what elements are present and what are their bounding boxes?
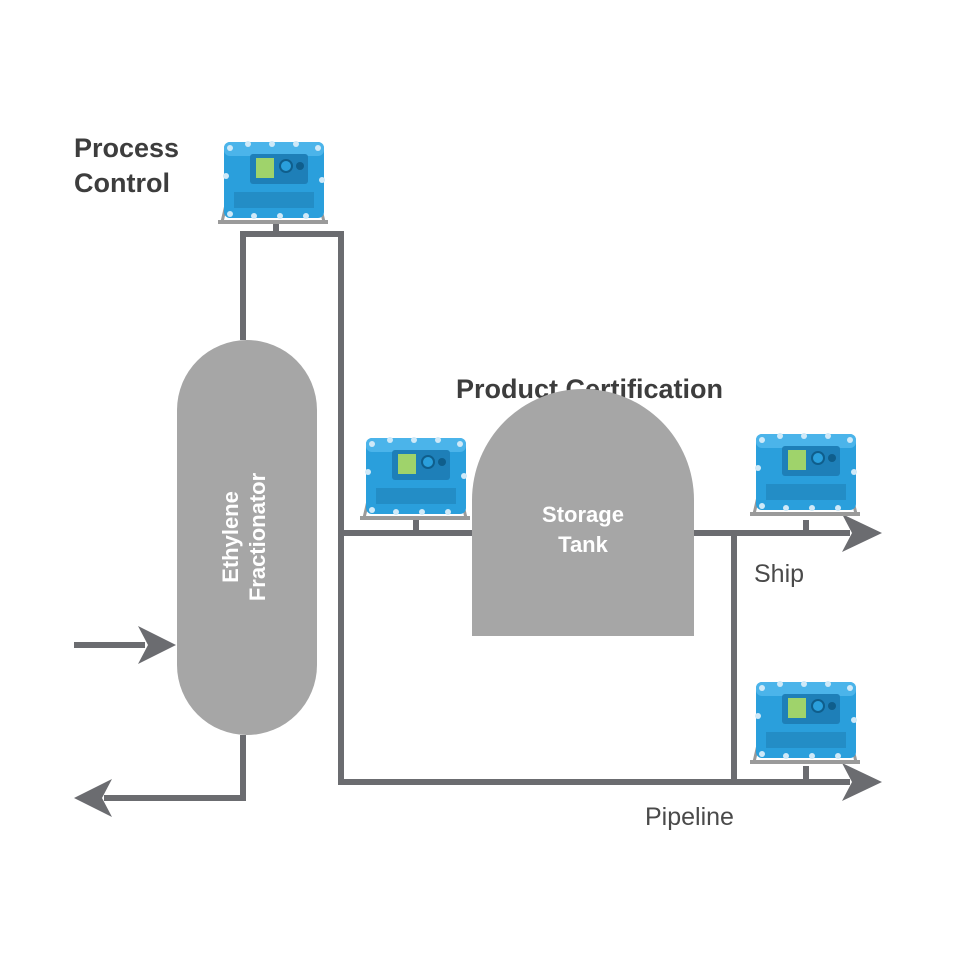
process-control-analyzer-icon	[216, 139, 330, 226]
ethylene-fractionator	[177, 340, 317, 735]
fractionator-label-line2: Fractionator	[245, 472, 270, 601]
process-control-label-line1: Process	[74, 133, 179, 163]
pipeline-label: Pipeline	[645, 803, 734, 831]
storage-tank	[472, 389, 694, 636]
overhead-pipe	[240, 231, 734, 785]
storage-tank-label-line2: Tank	[558, 532, 608, 557]
pipe-network	[74, 231, 850, 801]
process-control-label-line2: Control	[74, 168, 170, 198]
ship-label: Ship	[754, 560, 804, 588]
fractionator-label-line1: Ethylene	[218, 491, 243, 583]
pipeline-analyzer-icon	[748, 679, 862, 766]
ship-analyzer-icon	[748, 431, 862, 518]
pipeline-arrow-icon	[842, 763, 882, 801]
bottoms-pipe	[104, 735, 246, 801]
ship-arrow-icon	[842, 514, 882, 552]
storage-tank-label-line1: Storage	[542, 502, 624, 527]
product-certification-analyzer-icon	[358, 435, 472, 522]
inlet-arrow-icon	[138, 626, 176, 664]
bottoms-arrow-icon	[74, 779, 112, 817]
